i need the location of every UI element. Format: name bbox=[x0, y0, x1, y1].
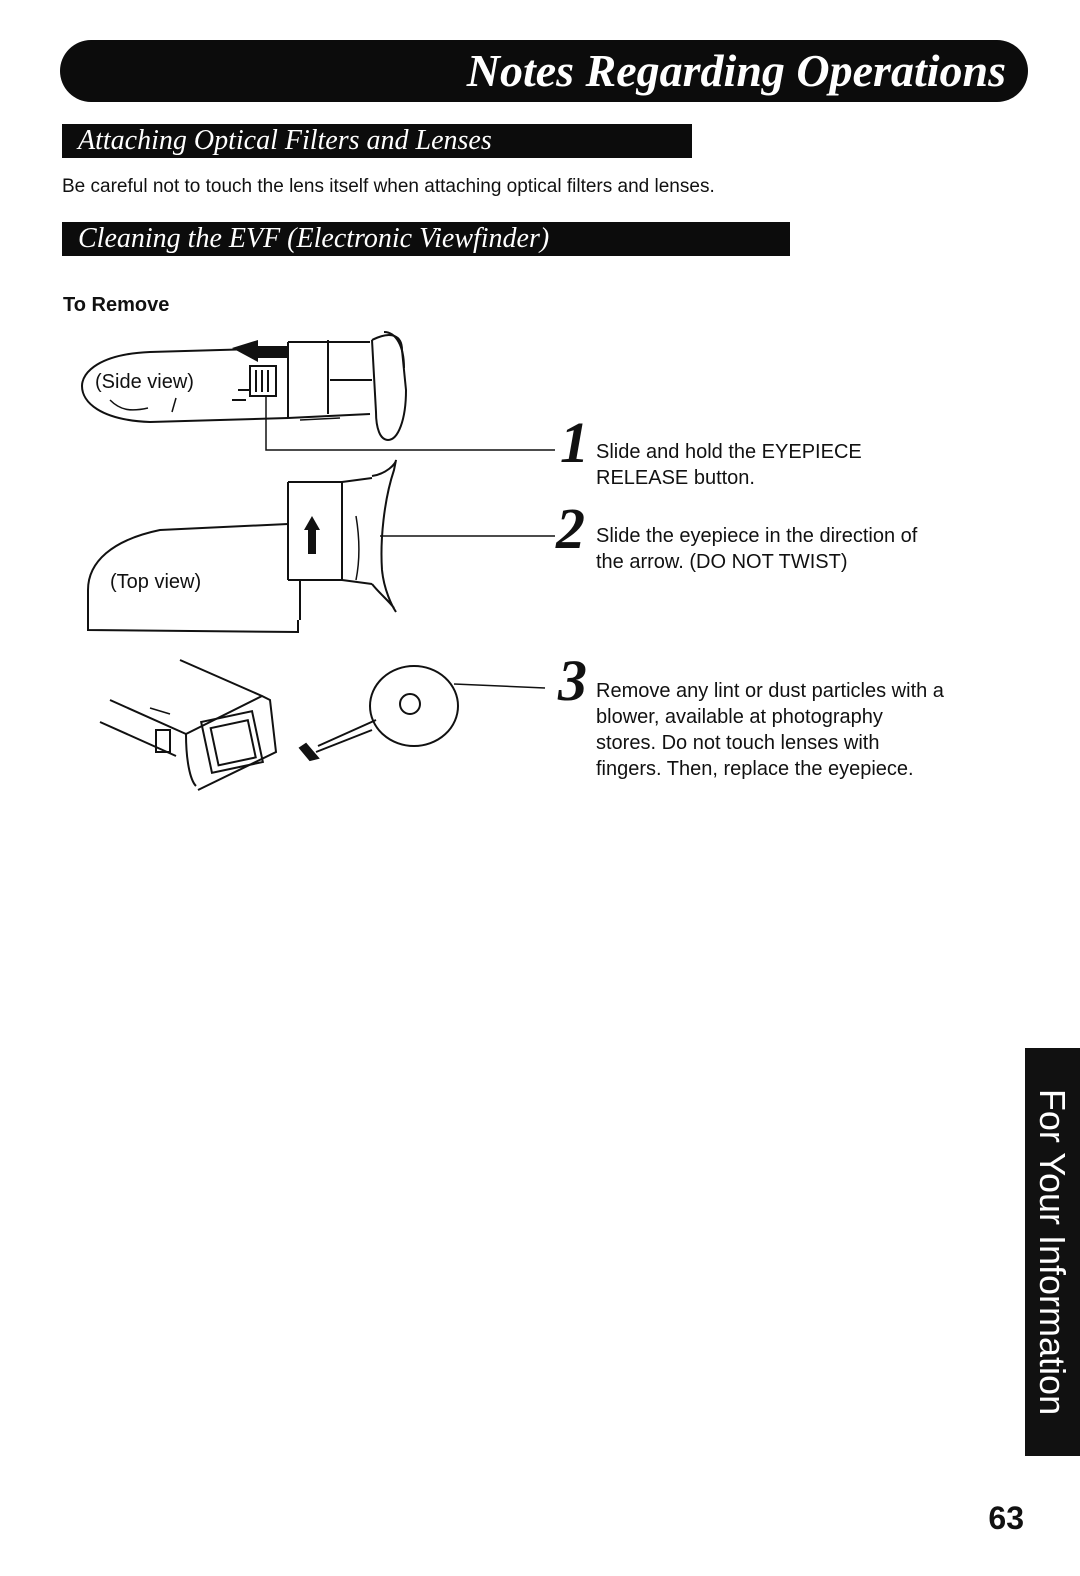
section-side-tab bbox=[1025, 1048, 1080, 1456]
page-number: 63 bbox=[988, 1500, 1024, 1536]
step-number-1: 1 bbox=[560, 410, 589, 475]
page-title: Notes Regarding Operations bbox=[466, 45, 1006, 96]
step-number-2: 2 bbox=[556, 496, 585, 561]
step-text-1: Slide and hold the EYEPIECE RELEASE butt… bbox=[596, 439, 862, 491]
step-3-line-3: stores. Do not touch lenses with bbox=[596, 732, 880, 754]
step-number-3: 3 bbox=[558, 648, 587, 713]
step-2-line-1: Slide the eyepiece in the direction of bbox=[596, 525, 918, 547]
step-2-line-2: the arrow. (DO NOT TWIST) bbox=[596, 551, 848, 573]
step-3-line-4: fingers. Then, replace the eyepiece. bbox=[596, 758, 914, 780]
side-view-label: (Side view) bbox=[95, 371, 194, 393]
step-text-2: Slide the eyepiece in the direction of t… bbox=[596, 523, 917, 575]
side-view-diagram: (Side view) bbox=[80, 331, 555, 451]
step-1-line-2: RELEASE button. bbox=[596, 467, 755, 489]
side-tab-label: For Your Information bbox=[1032, 1088, 1073, 1416]
step-3-line-2: blower, available at photography bbox=[596, 706, 883, 728]
page-title-bar: Notes Regarding Operations bbox=[60, 40, 1028, 102]
evf-illustrations: (Side view) (Top view) bbox=[80, 331, 555, 791]
to-remove-subheading: To Remove bbox=[63, 294, 170, 316]
viewfinder-housing-diagram bbox=[99, 659, 278, 791]
step-1-line-1: Slide and hold the EYEPIECE bbox=[596, 441, 862, 463]
step-text-3: Remove any lint or dust particles with a… bbox=[596, 678, 944, 782]
filters-note: Be careful not to touch the lens itself … bbox=[62, 176, 715, 197]
top-view-diagram: (Top view) bbox=[87, 459, 555, 634]
top-view-label: (Top view) bbox=[110, 571, 201, 593]
blower-brush-diagram bbox=[298, 665, 546, 762]
section-heading-evf-cleaning: Cleaning the EVF (Electronic Viewfinder) bbox=[62, 222, 790, 256]
step-3-line-1: Remove any lint or dust particles with a bbox=[596, 680, 944, 702]
section-heading-filters: Attaching Optical Filters and Lenses bbox=[62, 124, 692, 158]
